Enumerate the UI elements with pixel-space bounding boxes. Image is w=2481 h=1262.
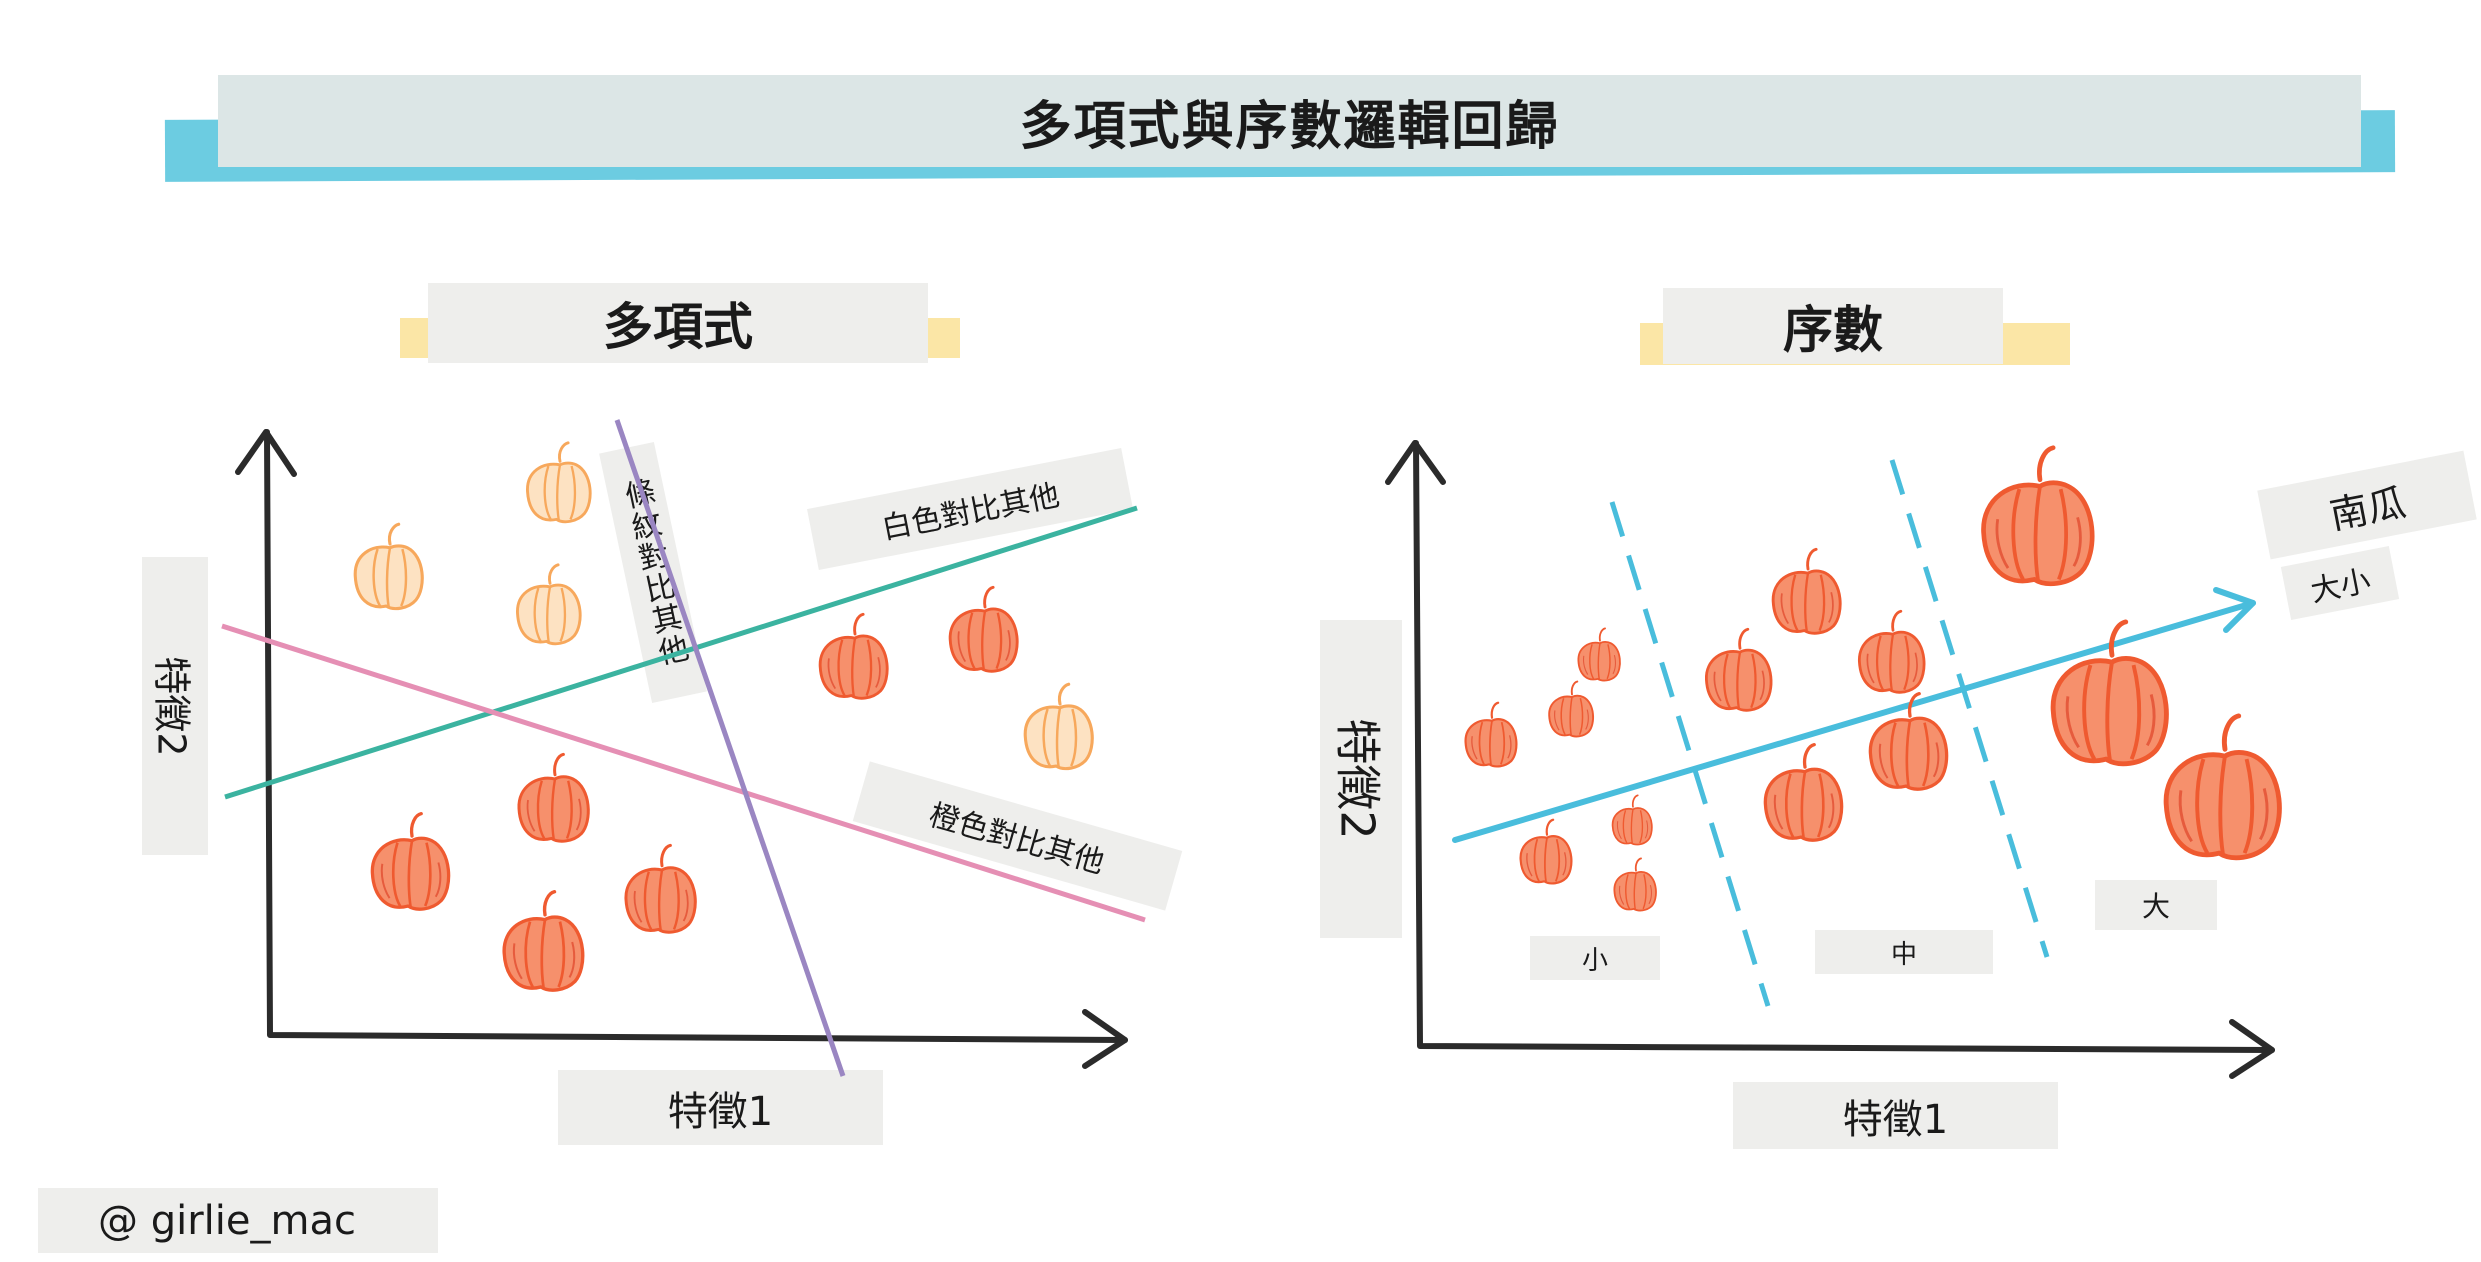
pink-decision-line [221,623,1146,923]
pumpkin-icon [526,441,592,524]
pumpkin-icon [2053,622,2166,764]
pumpkin-icon [1577,627,1621,682]
pumpkin-icon [1984,448,2093,584]
pumpkin-icon [1548,680,1595,738]
ordinal-pumpkins [1464,448,2280,912]
class-large-text: 大 [2141,890,2170,923]
multinomial-pumpkins [353,441,1094,992]
ordinal-x-axis-label-text: 特徵1 [1842,1096,1949,1143]
class-medium-text: 中 [1890,939,1917,970]
class-large-label: 大 [2095,880,2217,930]
pumpkin-icon [624,843,697,934]
pumpkin-icon [370,811,451,911]
pumpkin-icon [1611,794,1653,846]
pumpkin-icon [1519,818,1573,885]
purple-decision-line [614,419,846,1077]
pumpkin-icon [517,752,590,843]
credit-text: @ girlie_mac [98,1197,356,1244]
pumpkin-icon [1613,857,1657,912]
pumpkin-icon [1771,547,1842,635]
pumpkin-icon [1704,627,1773,712]
ordinal-y-axis-label: 特徵2 [1320,620,1402,938]
page-title: 多項式與序數邏輯回歸 [218,75,2361,167]
class-small-text: 小 [1581,945,1608,976]
multinomial-heading-text: 多項式 [603,298,753,356]
class-medium-label: 中 [1815,930,1993,974]
ordinal-thresholds [1609,459,2050,1007]
pumpkin-icon [516,563,582,646]
pumpkin-icon [1023,682,1094,771]
ordinal-x-axis-label: 特徵1 [1733,1082,2058,1149]
credit-label: @ girlie_mac [38,1188,438,1253]
multinomial-heading: 多項式 [428,283,928,363]
page-title-text: 多項式與序數邏輯回歸 [1019,96,1560,157]
class-small-label: 小 [1530,936,1660,980]
pumpkin-icon [948,585,1019,673]
pumpkin-icon [2166,716,2279,858]
pumpkin-icon [1857,609,1926,694]
pumpkin-icon [353,522,424,611]
pumpkin-icon [502,890,585,992]
multinomial-x-axis-label: 特徵1 [558,1070,883,1145]
multinomial-x-axis-label-text: 特徵1 [667,1088,774,1135]
ordinal-heading-text: 序數 [1783,301,1883,359]
size-arrow [1452,587,2256,843]
pumpkin-icon [818,612,889,700]
pumpkin-icon [1763,742,1844,842]
multinomial-axes [235,429,1128,1069]
pumpkin-icon [1464,701,1518,768]
pumpkin-icon [1868,691,1949,791]
multinomial-y-axis-label: 特徵2 [142,557,208,855]
ordinal-heading: 序數 [1663,288,2003,364]
ordinal-axes [1385,440,2275,1079]
teal-decision-line [224,505,1138,800]
